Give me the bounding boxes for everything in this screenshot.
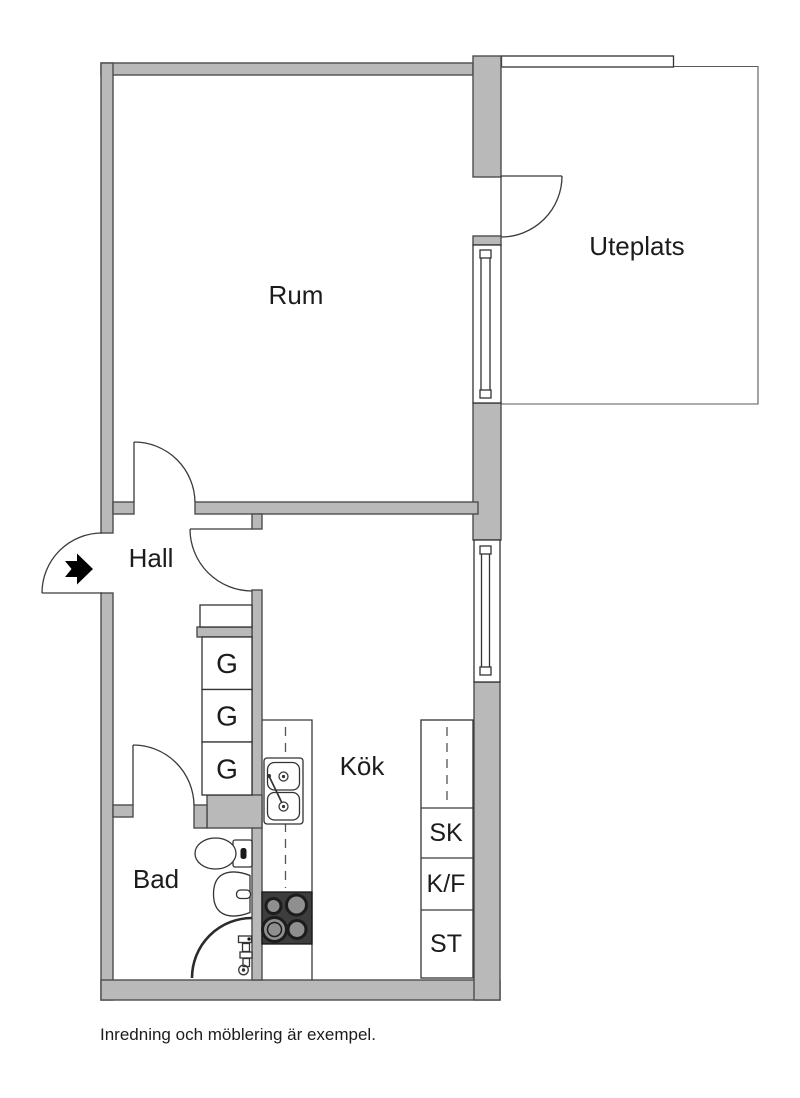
shower xyxy=(190,916,253,979)
sink-faucet xyxy=(268,775,283,804)
toilet-bowl xyxy=(194,837,237,870)
unit-label-st: ST xyxy=(430,930,462,958)
wall-hall-kok-stub xyxy=(251,513,263,530)
wardrobe-label-3: G xyxy=(216,754,238,785)
unit-label-sk: SK xyxy=(429,819,463,847)
window-glazing xyxy=(480,251,491,397)
room-label-rum: Rum xyxy=(269,280,324,310)
burner-bottom-right xyxy=(286,919,308,940)
toilet-flush-button xyxy=(240,848,247,859)
shower-mixer-top xyxy=(237,935,253,944)
wall-right-window-cap xyxy=(472,235,502,246)
sink-faucet-base xyxy=(267,774,271,778)
wall-hall-kok-main xyxy=(251,589,263,981)
wall-right-mid xyxy=(472,402,502,541)
stove xyxy=(261,891,313,945)
door-entrance xyxy=(41,532,103,594)
wardrobe-cell-2 xyxy=(201,688,253,743)
door-swing-arc xyxy=(132,744,195,806)
door-kok xyxy=(189,528,253,592)
basin-bowl xyxy=(212,871,251,917)
shower-knob xyxy=(247,937,251,941)
shower-mixer-body xyxy=(239,951,253,959)
wall-right-lower xyxy=(473,681,501,1001)
washbasin xyxy=(212,871,252,917)
kitchen-counter xyxy=(261,719,313,980)
window-cap-top xyxy=(479,545,492,555)
window-cap-top xyxy=(479,249,492,259)
sink-drain-top-dot xyxy=(281,774,286,779)
wall-bad-door-right xyxy=(193,804,208,829)
door-rum xyxy=(133,441,196,503)
window-kok xyxy=(473,539,501,683)
burner-top-right xyxy=(285,893,308,917)
window-cap-bottom xyxy=(479,666,492,676)
wardrobe-cell-1 xyxy=(201,636,253,691)
room-label-bad: Bad xyxy=(133,864,179,894)
wall-left-lower xyxy=(100,592,114,1001)
wall-rum-hall-main xyxy=(194,501,479,515)
room-label-uteplats: Uteplats xyxy=(589,231,684,261)
burner-bottom-left xyxy=(261,916,288,943)
burner-bottom-left-inner xyxy=(266,921,283,938)
shower-curtain-arc xyxy=(190,916,253,979)
wardrobe-cell-3 xyxy=(201,741,253,796)
sink-drain-bottom xyxy=(278,801,289,812)
hall-wardrobes xyxy=(199,604,253,796)
uteplats-railing xyxy=(500,55,675,68)
floor-drain xyxy=(238,964,249,976)
sink-drain-top xyxy=(278,771,289,782)
wardrobe-label-2: G xyxy=(216,701,238,732)
door-swing-arc xyxy=(133,441,196,503)
wardrobe-label-1: G xyxy=(216,648,238,679)
wall-top xyxy=(100,62,474,76)
wall-shelf-divider xyxy=(196,626,253,638)
wall-hall-bad-left xyxy=(112,804,134,818)
basin-tap xyxy=(235,889,252,900)
wall-wardrobe-bottom xyxy=(206,794,263,829)
toilet xyxy=(194,837,253,870)
wall-rum-hall-left xyxy=(112,501,135,515)
window-glazing xyxy=(480,547,491,675)
door-bad xyxy=(132,744,195,806)
kitchen-column xyxy=(420,719,474,979)
door-swing-arc xyxy=(189,528,253,592)
entry-arrow-icon xyxy=(65,553,93,585)
caption: Inredning och möblering är exempel. xyxy=(100,1025,376,1044)
burner-top-left xyxy=(264,897,283,915)
wall-right-pillar xyxy=(472,55,502,178)
wall-bottom xyxy=(100,979,501,1001)
sink-drain-bottom-dot xyxy=(281,804,286,809)
kitchen-sink xyxy=(263,757,304,825)
wall-left-upper xyxy=(100,62,114,534)
door-swing-arc xyxy=(500,175,563,238)
door-swing-arc xyxy=(41,532,103,594)
door-balcony xyxy=(500,175,563,238)
column-outline xyxy=(420,719,474,979)
room-label-kok: Kök xyxy=(340,751,386,781)
window-rum-uteplats xyxy=(472,244,502,404)
window-cap-bottom xyxy=(479,389,492,399)
unit-label-kf: K/F xyxy=(427,870,466,898)
uteplats-boundary xyxy=(501,65,759,405)
floor-drain-dot xyxy=(241,968,246,972)
uteplats-area xyxy=(500,55,759,405)
shower-mixer-mid xyxy=(241,942,251,953)
hat-shelf xyxy=(199,604,253,628)
room-label-hall: Hall xyxy=(129,543,174,573)
